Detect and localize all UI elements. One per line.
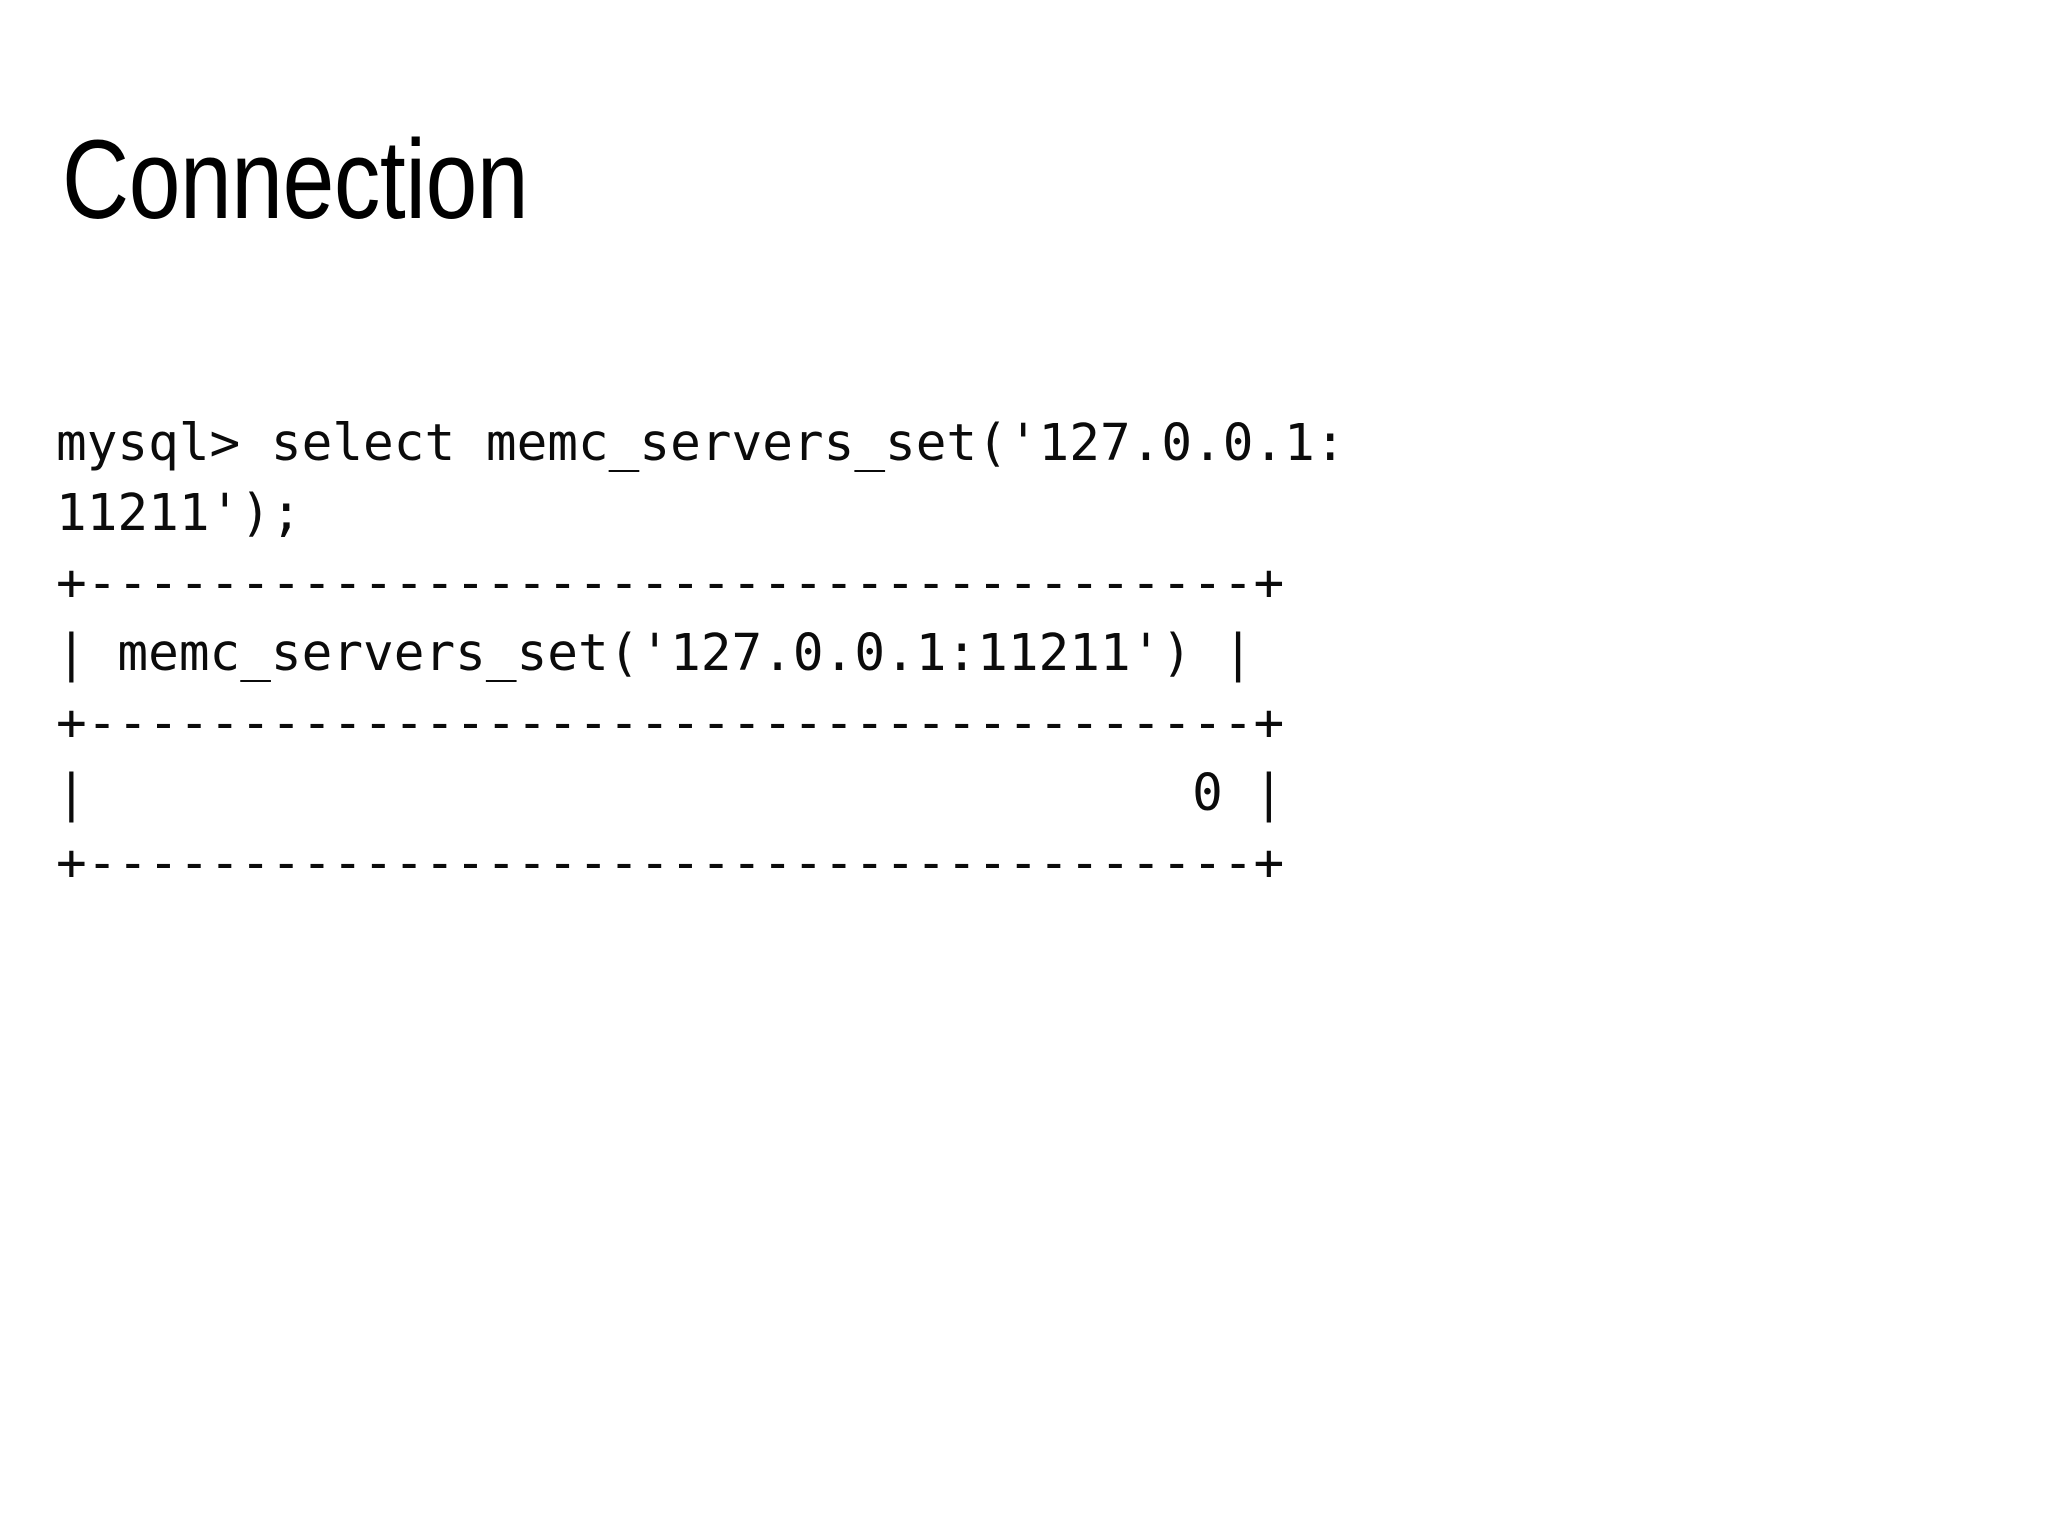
console-line-2: 11211'); [56,484,302,543]
console-line-data-row: | 0 | [56,764,1285,823]
console-line-top-border: +--------------------------------------+ [56,554,1285,613]
page-title: Connection [62,117,529,243]
console-line-bottom-border: +--------------------------------------+ [56,834,1285,893]
console-line-header-separator: +--------------------------------------+ [56,694,1285,753]
console-line-1: mysql> select memc_servers_set('127.0.0.… [56,414,1346,473]
mysql-console-output: mysql> select memc_servers_set('127.0.0.… [56,409,1996,899]
console-line-column-header: | memc_servers_set('127.0.0.1:11211') | [56,624,1254,683]
